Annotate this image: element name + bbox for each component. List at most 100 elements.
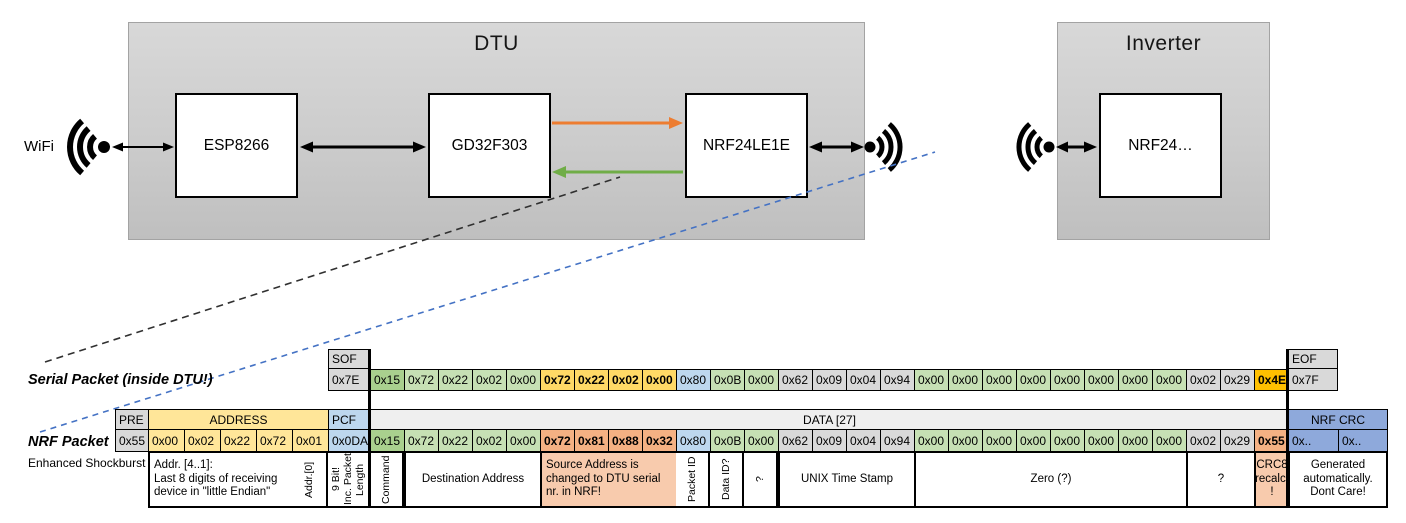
nrf-pre-value: 0x55 [115,430,148,452]
serial-byte-cell: 0x62 [778,369,812,391]
serial-byte-cell: 0x4E [1254,369,1288,391]
data-end-align-line [1286,349,1289,508]
serial-byte-cell: 0x0B [710,369,744,391]
nrf-byte-cell: 0x02 [472,430,506,452]
nrf-byte-cell: 0x72 [404,430,438,452]
serial-byte-cell: 0x09 [812,369,846,391]
nrf-byte-cell: 0x22 [438,430,472,452]
nrf-pre-header: PRE [115,409,148,430]
wifi-icon-dtu-right [864,122,903,172]
nrf-byte-cell: 0x04 [846,430,880,452]
nrf-byte-cell: 0x00 [1084,430,1118,452]
inverter-zone: Inverter [1057,22,1270,240]
nrf-address-byte-cell: 0x72 [256,430,292,452]
serial-byte-cell: 0x02 [608,369,642,391]
nrf-byte-cell: 0x09 [812,430,846,452]
serial-byte-cell: 0x02 [1186,369,1220,391]
wifi-label: WiFi [24,138,54,155]
annotation-cell: CRC8 recalc. ! [1254,451,1289,508]
serial-byte-cell: 0x72 [404,369,438,391]
serial-byte-cell: 0x15 [370,369,404,391]
nrf24le1e-box: NRF24LE1E [685,93,808,198]
inverter-zone-title: Inverter [1125,32,1202,55]
serial-byte-cell: 0x00 [948,369,982,391]
esp8266-label: ESP8266 [203,136,270,154]
data-start-align-line [368,349,371,508]
nrf-byte-cell: 0x0B [710,430,744,452]
nrf-byte-cell: 0x00 [1152,430,1186,452]
dtu-zone-title: DTU [474,32,519,55]
nrf-byte-cell: 0x94 [880,430,914,452]
serial-byte-cell: 0x00 [1050,369,1084,391]
nrf-crc-byte-cell: 0x.. [1288,430,1338,452]
serial-byte-cell: 0x80 [676,369,710,391]
nrf-data-header: DATA [27] [370,409,1288,430]
nrf-address-byte-cell: 0x00 [148,430,184,452]
nrf-crc-header: NRF CRC [1288,409,1388,430]
inverter-nrf24-box: NRF24… [1099,93,1222,198]
nrf-byte-cell: 0x81 [574,430,608,452]
annotation-cell: Generated automatically. Dont Care! [1288,451,1388,508]
annotation-cell: UNIX Time Stamp [778,451,914,508]
annotation-cell: Addr. [4..1]: Last 8 digits of receiving… [148,451,292,508]
nrf-packet-label: NRF Packet [28,434,109,450]
annotation-cell: Source Address is changed to DTU serial … [540,451,676,508]
nrf24le1e-label: NRF24LE1E [702,136,790,154]
serial-byte-cell: 0x00 [914,369,948,391]
nrf-byte-cell: 0x02 [1186,430,1220,452]
annotation-cell: ? [1186,451,1254,508]
inverter-nrf24-label: NRF24… [1128,136,1193,154]
nrf-byte-cell: 0x15 [370,430,404,452]
gd32f303-label: GD32F303 [451,136,528,154]
esp8266-box: ESP8266 [175,93,298,198]
serial-byte-cell: 0x00 [1084,369,1118,391]
serial-packet-label: Serial Packet (inside DTU!) [28,372,213,388]
nrf-byte-cell: 0x72 [540,430,574,452]
serial-byte-cell: 0x22 [574,369,608,391]
serial-byte-cell: 0x00 [642,369,676,391]
nrf-pcf-header: PCF [328,409,370,430]
nrf-byte-cell: 0x55 [1254,430,1288,452]
enhanced-shockburst-label: Enhanced Shockburst [28,456,146,470]
nrf-byte-cell: 0x00 [914,430,948,452]
annotation-cell: Addr.[0] [292,451,328,508]
gd32f303-box: GD32F303 [428,93,551,198]
serial-byte-cell: 0x94 [880,369,914,391]
serial-byte-cell: 0x04 [846,369,880,391]
wifi-icon-left [67,118,110,176]
wifi-icon-inverter [1016,122,1055,172]
serial-byte-cell: 0x00 [1118,369,1152,391]
nrf-byte-cell: 0x00 [1050,430,1084,452]
annotation-cell: Zero (?) [914,451,1186,508]
serial-byte-cell: 0x00 [744,369,778,391]
nrf-byte-cell: 0x00 [1016,430,1050,452]
serial-byte-cell: 0x22 [438,369,472,391]
serial-sof-value: 0x7E [328,369,370,391]
nrf-byte-cell: 0x00 [982,430,1016,452]
serial-byte-cell: 0x00 [982,369,1016,391]
annotation-cell: Destination Address [404,451,540,508]
nrf-byte-cell: 0x29 [1220,430,1254,452]
nrf-byte-cell: 0x00 [948,430,982,452]
annotation-cell: Data ID? [710,451,744,508]
serial-byte-cell: 0x72 [540,369,574,391]
serial-byte-cell: 0x00 [1152,369,1186,391]
serial-eof-value: 0x7F [1288,369,1338,391]
nrf-byte-cell: 0x32 [642,430,676,452]
nrf-address-byte-cell: 0x02 [184,430,220,452]
nrf-address-byte-cell: 0x22 [220,430,256,452]
serial-byte-cell: 0x00 [1016,369,1050,391]
annotation-cell: 9 Bit! Inc. Packet Length [328,451,370,508]
nrf-crc-byte-cell: 0x.. [1338,430,1388,452]
serial-byte-cell: 0x00 [506,369,540,391]
nrf-byte-cell: 0x62 [778,430,812,452]
serial-byte-cell: 0x02 [472,369,506,391]
annotation-cell: Command [370,451,404,508]
serial-eof-header: EOF [1288,349,1338,369]
annotation-cell: ? [744,451,778,508]
nrf-byte-cell: 0x00 [1118,430,1152,452]
serial-sof-header: SOF [328,349,370,369]
nrf-byte-cell: 0x88 [608,430,642,452]
nrf-byte-cell: 0x00 [506,430,540,452]
